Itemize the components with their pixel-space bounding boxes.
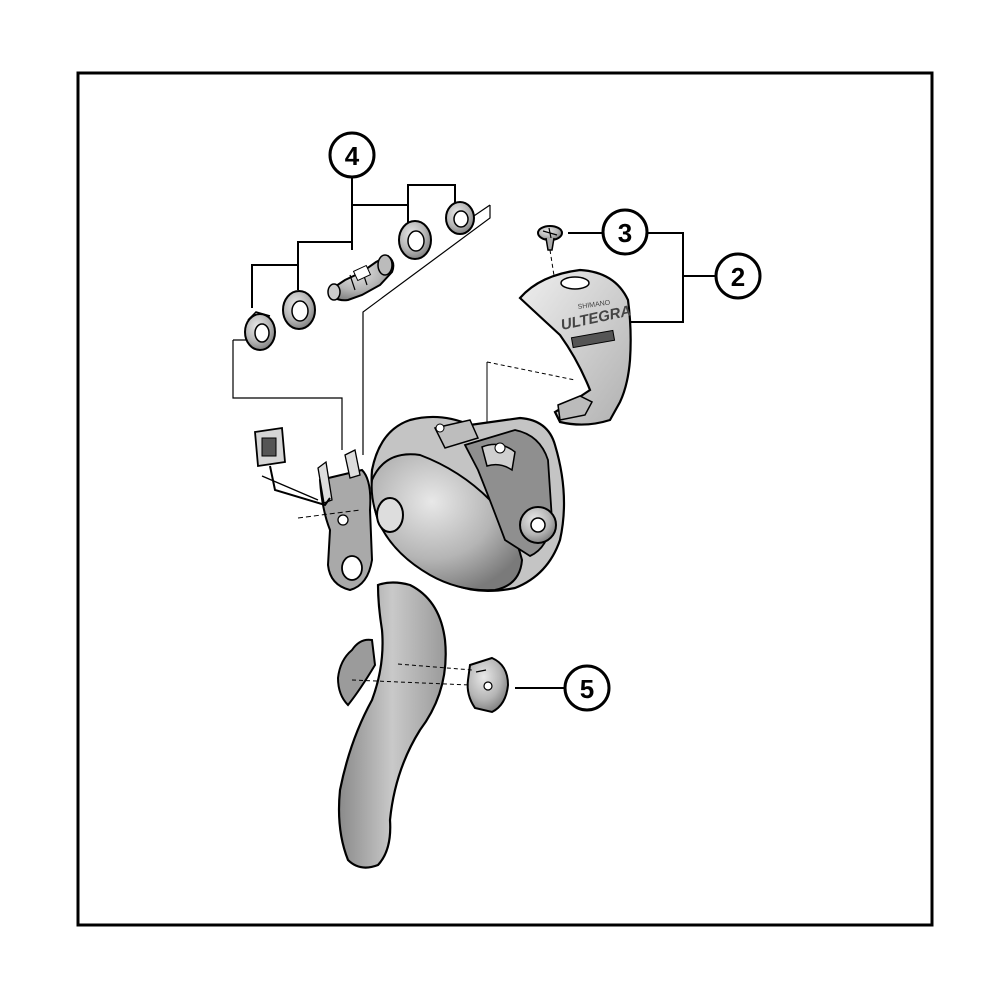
cover-badge: [570, 329, 616, 349]
insert-guide-lines: [351, 663, 473, 686]
callout-2-3-leader-lines: [568, 232, 716, 323]
lever-body: [317, 415, 566, 869]
pivot-axle: [327, 254, 395, 302]
washer-left: [282, 290, 316, 330]
callout-3-label: 3: [618, 218, 632, 248]
lever-insert-part: [466, 656, 510, 714]
bushing-left: [244, 311, 276, 351]
washer-right: [398, 220, 432, 260]
diagram-frame: [76, 71, 934, 927]
callout-5-label: 5: [580, 674, 594, 704]
cable-tab: [254, 426, 331, 507]
callout-5: 5: [563, 664, 611, 712]
cover-screw: [537, 225, 563, 283]
callout-4-label: 4: [345, 141, 360, 171]
callout-4: 4: [328, 131, 376, 179]
cover-brand-small: SHIMANO: [577, 299, 611, 311]
bushing-right: [445, 201, 475, 235]
callout-2-label: 2: [731, 262, 745, 292]
name-plate-cover: SHIMANO ULTEGRA: [486, 268, 633, 445]
callout-4-leader-lines: [251, 177, 456, 308]
callout-2: 2: [714, 252, 762, 300]
lever-pivot-hole: [376, 497, 404, 533]
callout-3: 3: [601, 208, 649, 256]
